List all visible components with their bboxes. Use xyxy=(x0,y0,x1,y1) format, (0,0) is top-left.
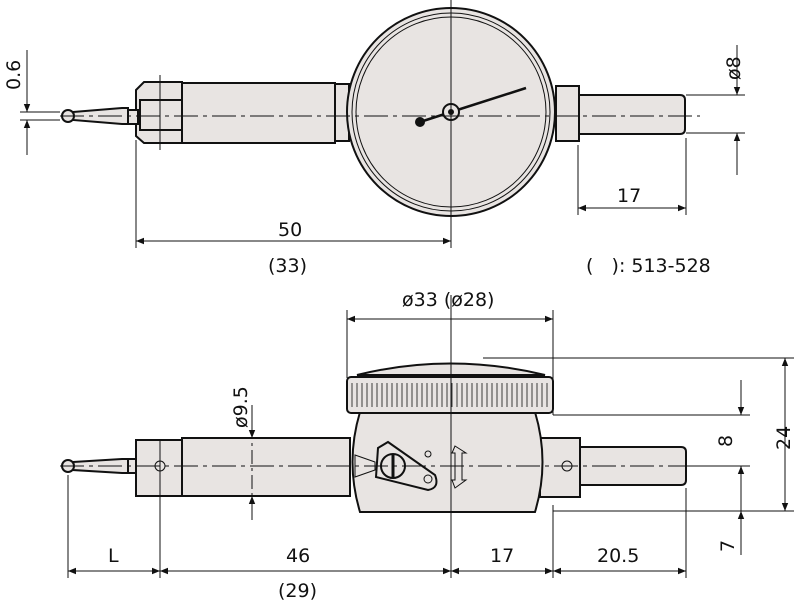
dim-46: 46 xyxy=(286,545,310,567)
dim-o9-5: ø9.5 xyxy=(230,386,252,428)
dim-8: 8 xyxy=(715,435,737,447)
clamp-slot xyxy=(139,99,183,131)
dim-o8: ø8 xyxy=(723,56,745,80)
top-view: 0.6 ø8 17 50 (33) ( ): 513-528 xyxy=(3,0,745,277)
dim-50: 50 xyxy=(278,219,302,241)
stem-body xyxy=(181,82,336,144)
dim-o33: ø33 (ø28) xyxy=(402,289,494,311)
pointer xyxy=(450,86,527,114)
knurl-lines xyxy=(351,383,548,407)
dim-7: 7 xyxy=(717,540,739,552)
stem-body xyxy=(181,437,351,497)
collar xyxy=(539,437,581,498)
dim-17-bottom: 17 xyxy=(490,545,514,567)
model-note: ( ): 513-528 xyxy=(586,255,711,277)
collar xyxy=(555,85,580,142)
dim-17-top: 17 xyxy=(617,185,641,207)
dim-33: (33) xyxy=(268,255,307,277)
clamp xyxy=(135,439,183,497)
arrow-mark-icon xyxy=(451,445,468,489)
dim-20-5: 20.5 xyxy=(597,545,639,567)
side-view: ø33 (ø28) ø9.5 24 8 7 L 46 17 20.5 (29) xyxy=(60,289,794,602)
dim-0-6: 0.6 xyxy=(3,60,25,90)
dim-24: 24 xyxy=(773,426,794,450)
case-body xyxy=(351,411,544,513)
dim-L: L xyxy=(108,545,119,567)
dim-29: (29) xyxy=(278,580,317,602)
mounting-stem xyxy=(578,94,686,135)
